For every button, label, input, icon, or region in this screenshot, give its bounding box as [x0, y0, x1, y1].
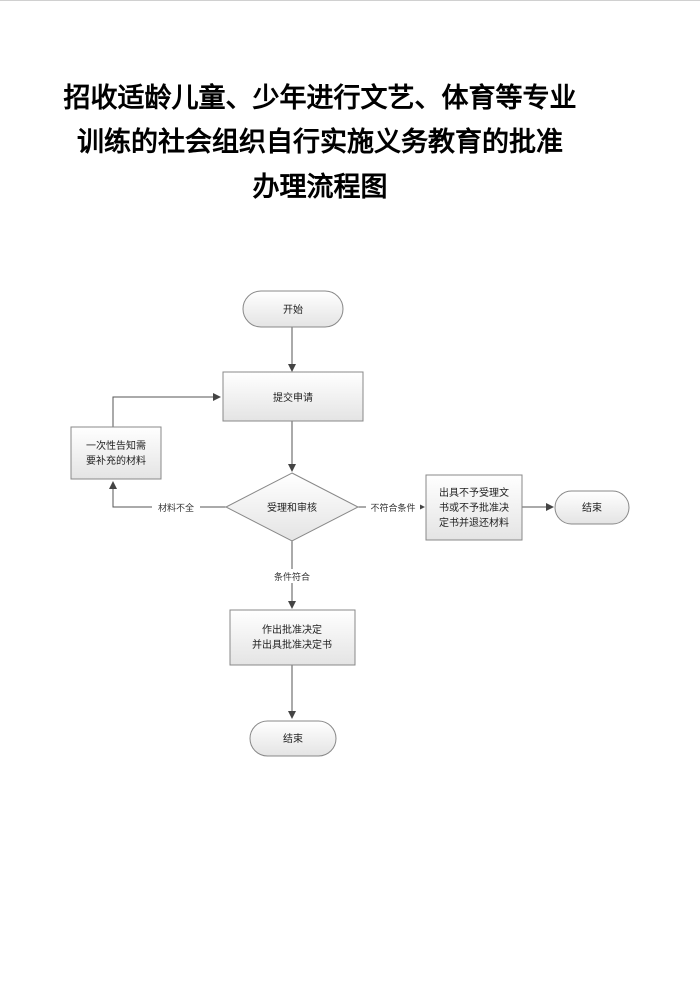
- node-end-right: 结束: [554, 490, 630, 525]
- page-title-line-2: 训练的社会组织自行实施义务教育的批准: [77, 127, 563, 158]
- node-approve-decision: 作出批准决定 并出具批准决定书: [229, 609, 356, 666]
- node-end-right-label: 结束: [582, 501, 602, 514]
- node-approve-label-1: 作出批准决定: [262, 623, 322, 636]
- node-notify-label-1: 一次性告知需: [86, 439, 146, 452]
- node-review-decision: 受理和审核: [224, 472, 360, 542]
- top-border-line: [0, 0, 700, 1]
- node-notify-materials: 一次性告知需 要补充的材料: [70, 426, 162, 480]
- node-notify-label-2: 要补充的材料: [86, 454, 146, 467]
- node-approve-label-2: 并出具批准决定书: [252, 638, 332, 651]
- node-reject-document: 出具不予受理文 书或不予批准决 定书并退还材料: [425, 474, 523, 541]
- node-end-bottom: 结束: [249, 720, 337, 757]
- node-start: 开始: [242, 290, 344, 328]
- page-title-line-3: 办理流程图: [252, 172, 388, 203]
- edge-label-qualified: 条件符合: [274, 571, 310, 583]
- edge-label-bg: [366, 500, 420, 514]
- node-reject-label-3: 定书并退还材料: [439, 516, 509, 529]
- node-end-bottom-label: 结束: [283, 732, 303, 745]
- edge-label-bg: [268, 569, 316, 583]
- node-submit-application: 提交申请: [222, 371, 364, 422]
- edge-notify-to-submit: [112, 393, 221, 427]
- node-review-label: 受理和审核: [267, 501, 317, 514]
- node-reject-label-1: 出具不予受理文: [439, 486, 509, 499]
- edge-label-bg: [152, 500, 200, 514]
- edge-label-not-qualified: 不符合条件: [370, 502, 415, 514]
- edge-label-incomplete: 材料不全: [158, 502, 194, 514]
- node-start-label: 开始: [283, 303, 303, 316]
- node-reject-label-2: 书或不予批准决: [439, 501, 509, 514]
- page-title-line-1: 招收适龄儿童、少年进行文艺、体育等专业: [63, 83, 577, 114]
- node-submit-label: 提交申请: [273, 391, 313, 404]
